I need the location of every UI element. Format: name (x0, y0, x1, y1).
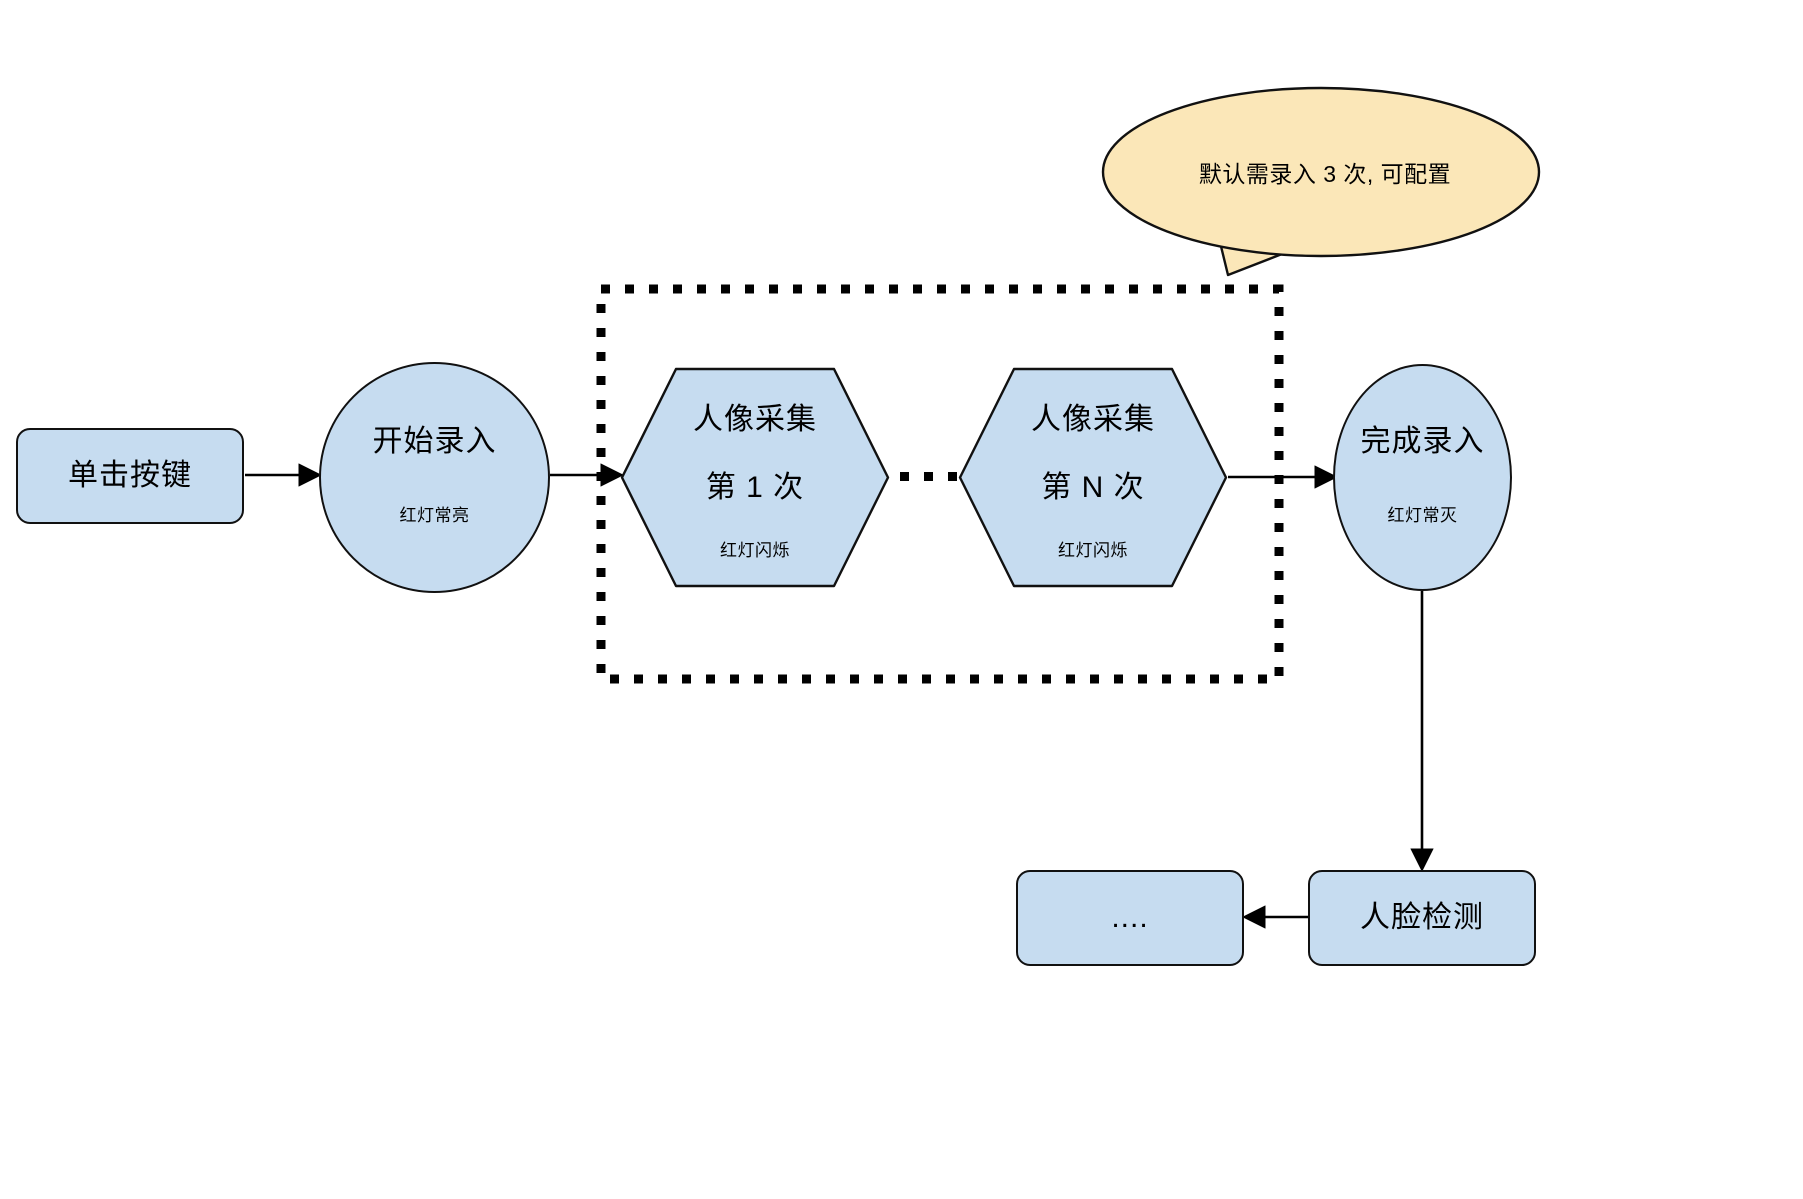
node-start-enroll-label: 开始录入 (372, 424, 497, 458)
node-more-label: .... (1111, 901, 1149, 935)
callout-body (1101, 86, 1541, 258)
ellipsis-dot (948, 472, 957, 481)
node-finish-enroll-status: 红灯常灭 (1387, 506, 1458, 526)
node-start-enroll[interactable]: 开始录入 红灯常亮 (319, 362, 550, 593)
callout-bubble: 默认需录入 3 次, 可配置 (1100, 84, 1550, 284)
node-click-key[interactable]: 单击按键 (16, 428, 244, 524)
hexagon-shape-capture-n (958, 367, 1228, 588)
capture-loop-border (596, 284, 1284, 684)
capture-loop-group (596, 284, 1284, 684)
ellipsis-dot (900, 472, 909, 481)
node-capture-n[interactable]: 人像采集 第 N 次 红灯闪烁 (958, 367, 1228, 588)
hexagon-shape-capture-1 (620, 367, 890, 588)
node-finish-enroll-label: 完成录入 (1360, 424, 1485, 458)
node-start-enroll-status: 红灯常亮 (399, 506, 470, 526)
node-finish-enroll[interactable]: 完成录入 红灯常灭 (1333, 364, 1512, 591)
node-face-detect[interactable]: 人脸检测 (1308, 870, 1536, 966)
ellipsis-dot (924, 472, 933, 481)
node-face-detect-label: 人脸检测 (1360, 901, 1484, 935)
node-click-key-label: 单击按键 (68, 459, 192, 493)
node-capture-1[interactable]: 人像采集 第 1 次 红灯闪烁 (620, 367, 890, 588)
node-more[interactable]: .... (1016, 870, 1244, 966)
